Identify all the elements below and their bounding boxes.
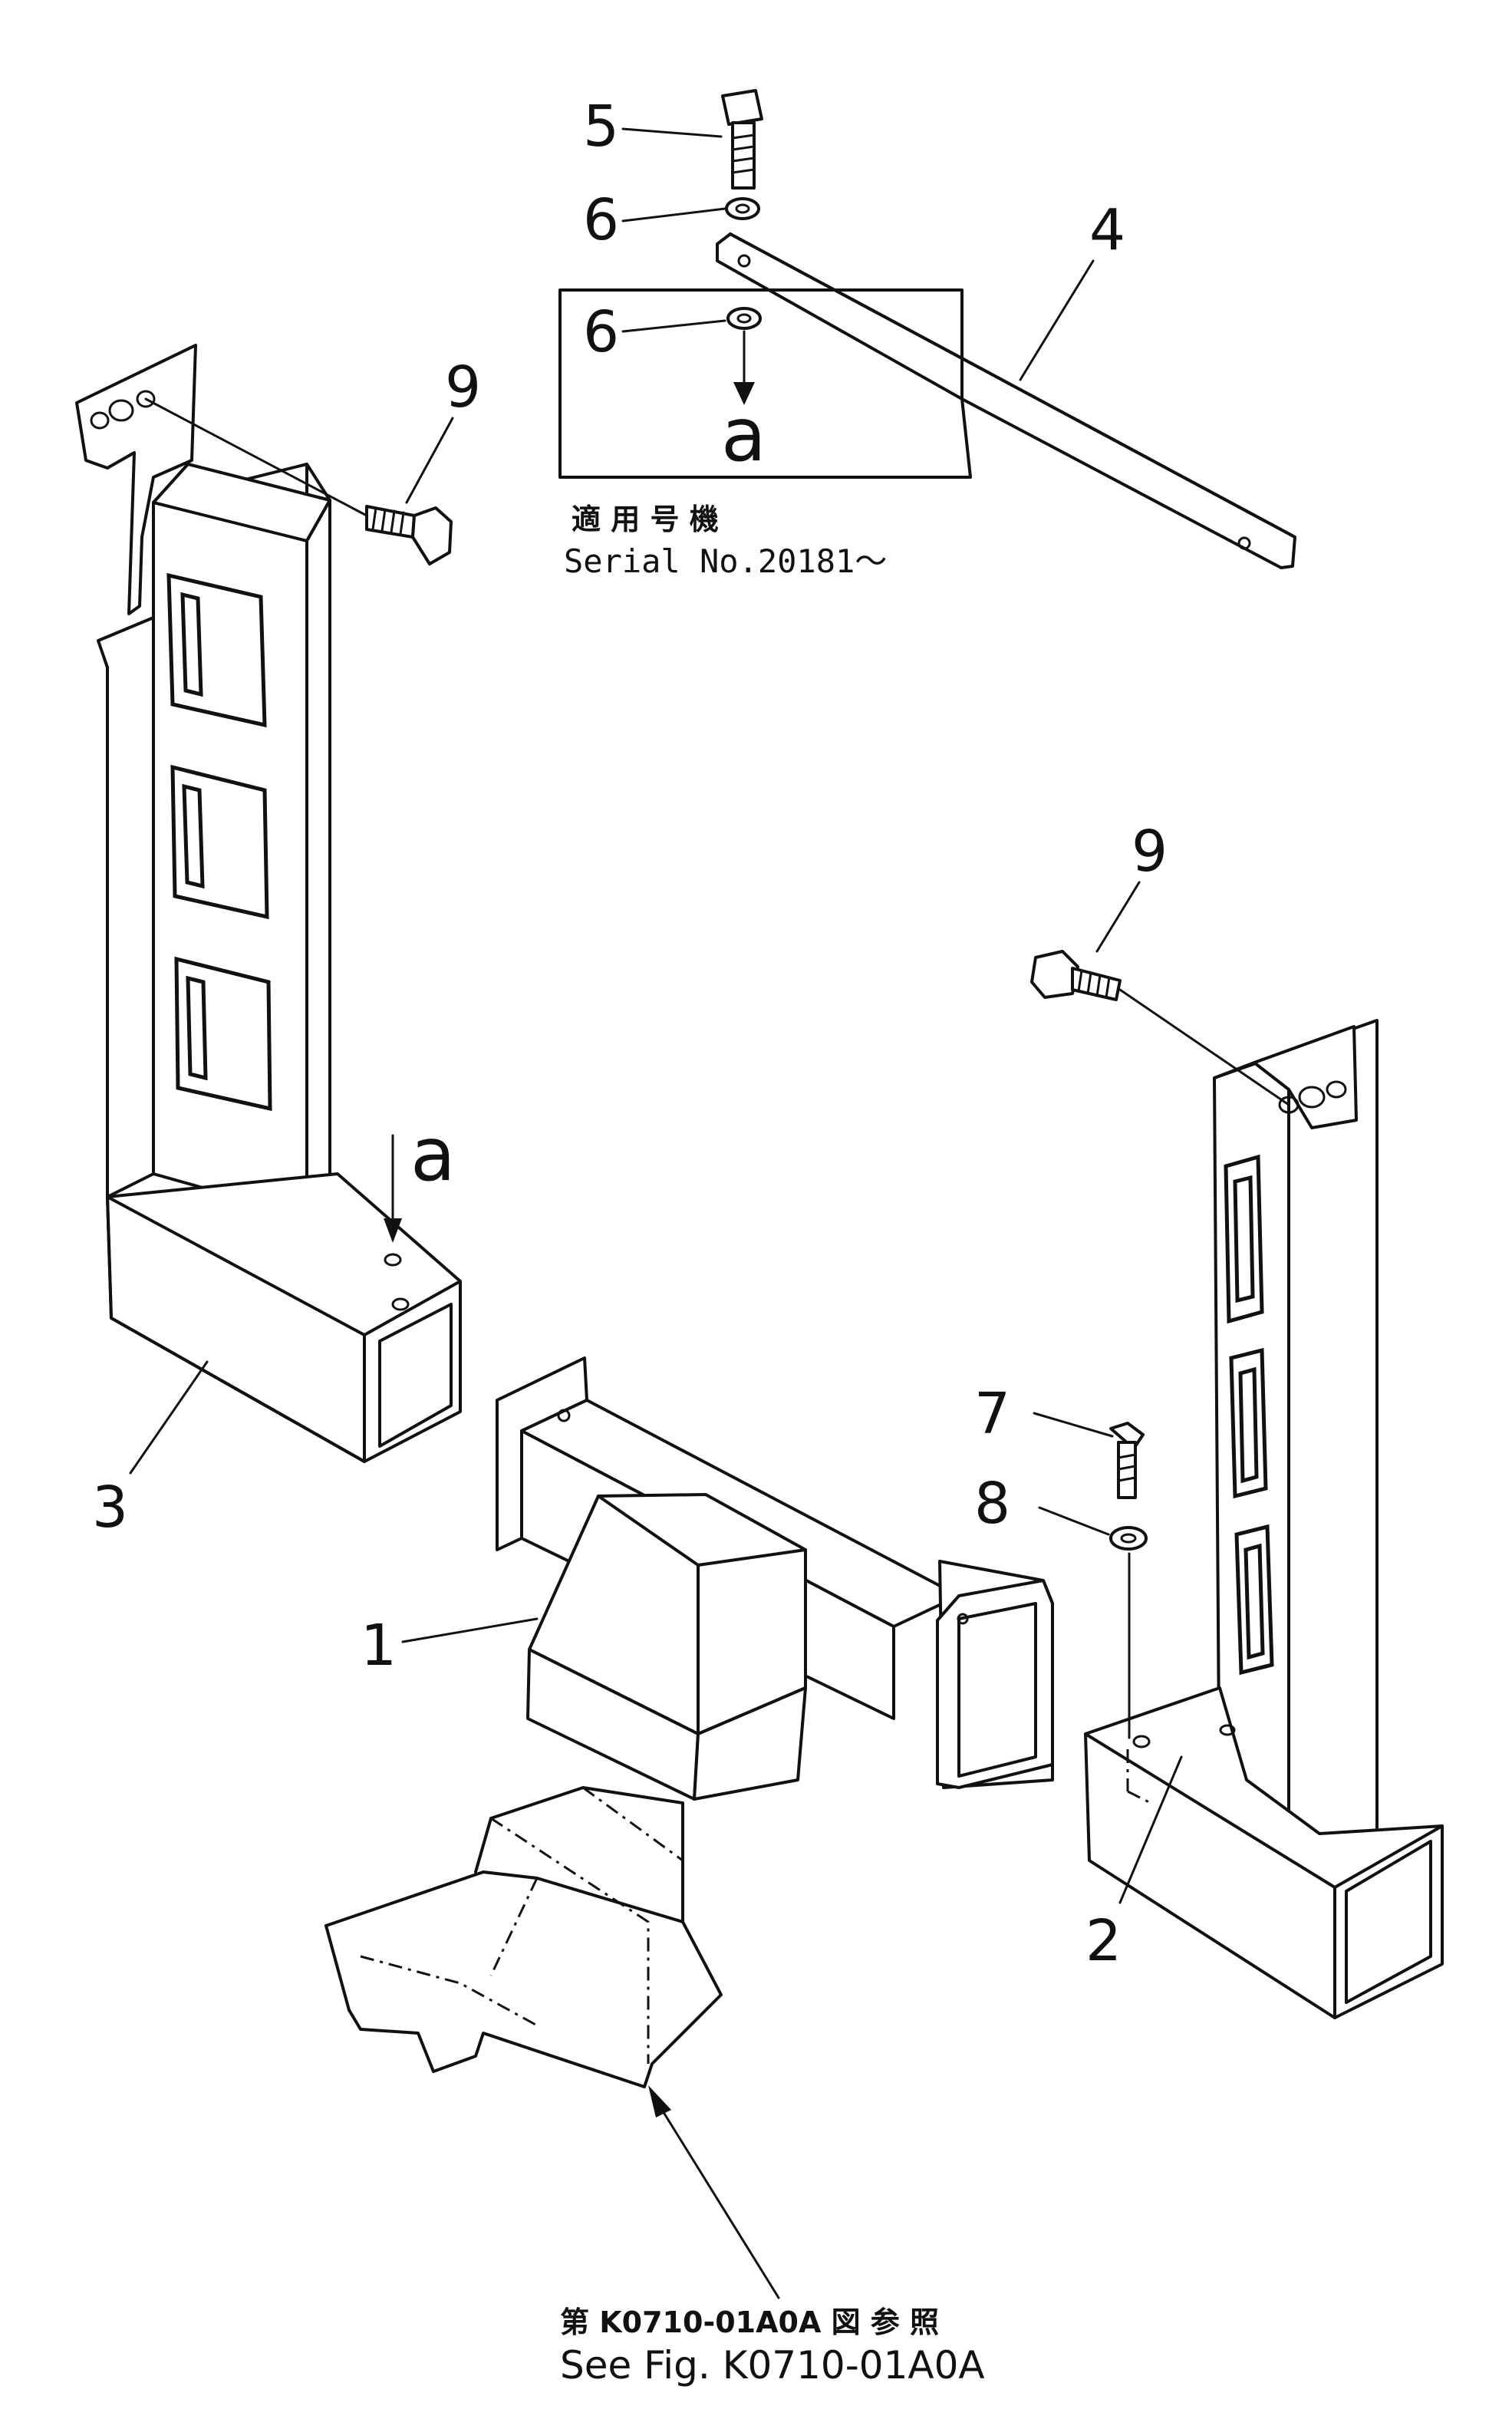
right-slot-2: [1229, 1347, 1268, 1499]
callout-8: 8: [974, 1471, 1010, 1537]
washer-part-6-inset: [726, 307, 762, 330]
column-slot-1: [166, 572, 267, 728]
detail-letter-a-main: a: [410, 1112, 456, 1198]
reference-note-en: See Fig. K0710-01A0A: [560, 2343, 985, 2388]
washer-part-6-upper: [725, 197, 760, 220]
serial-note-en: Serial No.20181〜: [564, 542, 887, 580]
left-column-part-3: [75, 344, 462, 1463]
callout-2: 2: [1085, 1908, 1122, 1974]
serial-note-jp: 適 用 号 機: [572, 503, 719, 536]
callout-6-upper: 6: [583, 187, 619, 253]
reference-duct-phantom: [324, 1786, 723, 2088]
callout-3: 3: [92, 1475, 128, 1541]
right-slot-3: [1234, 1524, 1274, 1676]
bolt-part-9-left: [365, 505, 453, 565]
bolt-part-9-right: [1030, 950, 1122, 1001]
callout-7: 7: [974, 1381, 1010, 1447]
column-slot-3: [174, 956, 272, 1112]
serial-detail-inset: [558, 288, 972, 479]
duct-part-1: [496, 1356, 1054, 1801]
bolt-part-7: [1109, 1422, 1145, 1499]
right-slot-1: [1224, 1154, 1264, 1324]
bolt-part-5: [721, 89, 763, 190]
callout-9-left: 9: [445, 354, 481, 420]
callout-5: 5: [583, 94, 619, 160]
reference-note-jp: 第 K0710-01A0A 図 参 照: [560, 2305, 939, 2339]
washer-part-8: [1109, 1526, 1148, 1551]
callout-6-inset: 6: [583, 299, 619, 365]
callout-4: 4: [1089, 197, 1125, 263]
right-column-part-2: [1084, 1019, 1444, 2019]
column-slot-2: [170, 764, 269, 920]
callout-1: 1: [361, 1613, 397, 1679]
stay-bracket-part-4: [716, 232, 1296, 569]
detail-letter-a-inset: a: [721, 392, 766, 478]
callout-9-right: 9: [1132, 819, 1168, 885]
